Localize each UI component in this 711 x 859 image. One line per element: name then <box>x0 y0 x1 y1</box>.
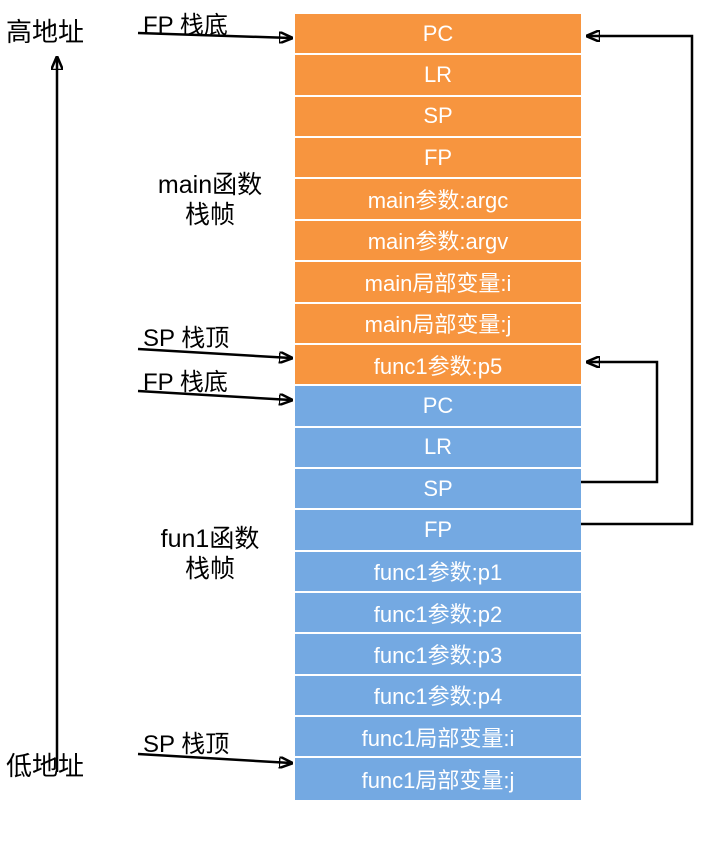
main-frame-row-sp: SP <box>295 96 581 139</box>
saved-sp-chain-arrow-icon <box>581 362 659 484</box>
fp-func1-pointer-label: FP 栈底 <box>143 369 228 396</box>
func1-frame-row-local-i: func1局部变量:i <box>295 717 581 759</box>
fp-main-pointer-label: FP 栈底 <box>143 12 228 39</box>
stack-column: PC LR SP FP main参数:argc main参数:argv main… <box>295 14 581 800</box>
main-frame-label-line2: 栈帧 <box>184 201 235 229</box>
main-frame-row-fp: FP <box>295 138 581 180</box>
main-frame-row-p5: func1参数:p5 <box>295 344 581 387</box>
low-address-label: 低地址 <box>6 751 85 781</box>
func1-frame-row-local-j: func1局部变量:j <box>295 758 581 800</box>
func1-frame-row-p1: func1参数:p1 <box>295 551 581 594</box>
high-address-label: 高地址 <box>6 17 85 47</box>
main-frame-row-argc: main参数:argc <box>295 179 581 221</box>
func1-frame-label-line2: 栈帧 <box>184 555 235 583</box>
main-frame-row-pc: PC <box>295 14 581 56</box>
func1-frame-row-sp: SP <box>295 468 581 511</box>
func1-frame-row-lr: LR <box>295 427 581 469</box>
func1-frame-row-fp: FP <box>295 510 581 552</box>
sp-func1-pointer-label: SP 栈顶 <box>143 731 230 758</box>
main-frame-row-lr: LR <box>295 55 581 97</box>
saved-fp-chain-arrow-icon <box>581 36 694 526</box>
main-frame-label: main函数 栈帧 <box>130 170 290 230</box>
main-frame-row-local-j: main局部变量:j <box>295 303 581 345</box>
main-frame-row-argv: main参数:argv <box>295 220 581 263</box>
func1-frame-label-line1: fun1函数 <box>160 525 260 553</box>
func1-frame-row-p2: func1参数:p2 <box>295 593 581 635</box>
func1-frame-row-pc: PC <box>295 386 581 428</box>
sp-main-pointer-label: SP 栈顶 <box>143 325 230 352</box>
main-frame-row-local-i: main局部变量:i <box>295 262 581 304</box>
main-frame-label-line1: main函数 <box>157 171 263 199</box>
func1-frame-row-p3: func1参数:p3 <box>295 634 581 676</box>
func1-frame-row-p4: func1参数:p4 <box>295 675 581 718</box>
func1-frame-label: fun1函数 栈帧 <box>130 524 290 584</box>
